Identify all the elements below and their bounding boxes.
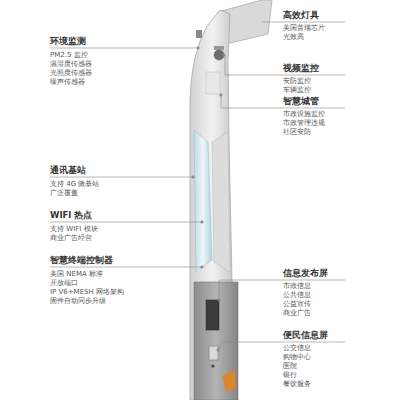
callout-text: 广泛覆盖 (50, 189, 78, 198)
callout-heading: 智慧城管 (283, 96, 319, 107)
pole-vent (206, 72, 220, 94)
base-cabinet (194, 282, 238, 400)
callout-heading: 环境监测 (50, 36, 86, 47)
callout-heading: 便民信息屏 (283, 330, 328, 341)
info-screen (206, 300, 219, 330)
service-screen (209, 346, 218, 360)
callout-heading: 通讯基站 (50, 165, 86, 176)
callout-text: 噪声传感器 (50, 78, 85, 87)
callout-text: 温湿度传感器 (50, 60, 92, 69)
callout-text: 光效高 (283, 33, 304, 42)
callout-text: 公交信息 (283, 344, 311, 353)
callout-text: 社区安防 (283, 128, 311, 137)
callout-heading: 高效灯具 (283, 10, 319, 21)
callout-text: 医院 (283, 362, 297, 371)
callout-heading: 信息发布屏 (283, 268, 328, 279)
callout-text: 开放端口 (50, 279, 78, 288)
callout-text: 公共信息 (283, 291, 311, 300)
callout-text: IP V6+MESH 网络架构 (50, 288, 124, 297)
callout-text: 支持 4G 微基站 (50, 180, 99, 189)
callout-text: 美国普瑞芯片 (283, 24, 325, 33)
callout-text: 公益宣传 (283, 300, 311, 309)
callout-heading: 视频监控 (283, 63, 319, 74)
callout-text: 商业广告 (283, 309, 311, 318)
callout-text: PM2.5 监控 (50, 51, 88, 60)
glass-section (194, 130, 212, 272)
callout-heading: WIFI 热点 (50, 210, 92, 221)
callout-text: 支持 WIFI 模块 (50, 225, 98, 234)
callout-text: 市政设施监控 (283, 110, 325, 119)
callout-text: 商业广告经营 (50, 234, 92, 243)
callout-text: 固件自动同步升级 (50, 297, 106, 306)
callout-text: 安防监控 (283, 77, 311, 86)
camera-mount (214, 46, 224, 50)
callout-heading: 智慧终端控制器 (50, 255, 113, 266)
sensor (196, 30, 202, 38)
callout-text: 餐饮服务 (283, 380, 311, 389)
pole-notch (212, 132, 230, 272)
orange-part (222, 370, 236, 392)
button (211, 364, 214, 367)
leader-lines (50, 22, 345, 351)
callout-text: 市政信息 (283, 282, 311, 291)
callout-text: 银行 (283, 371, 297, 380)
callout-text: 车辆监控 (283, 86, 311, 95)
callout-text: 美国 NEMA 标准 (50, 270, 103, 279)
callout-text: 光照度传感器 (50, 69, 92, 78)
callout-text: 购物中心 (283, 353, 311, 362)
callout-text: 市政管理违规 (283, 119, 325, 128)
